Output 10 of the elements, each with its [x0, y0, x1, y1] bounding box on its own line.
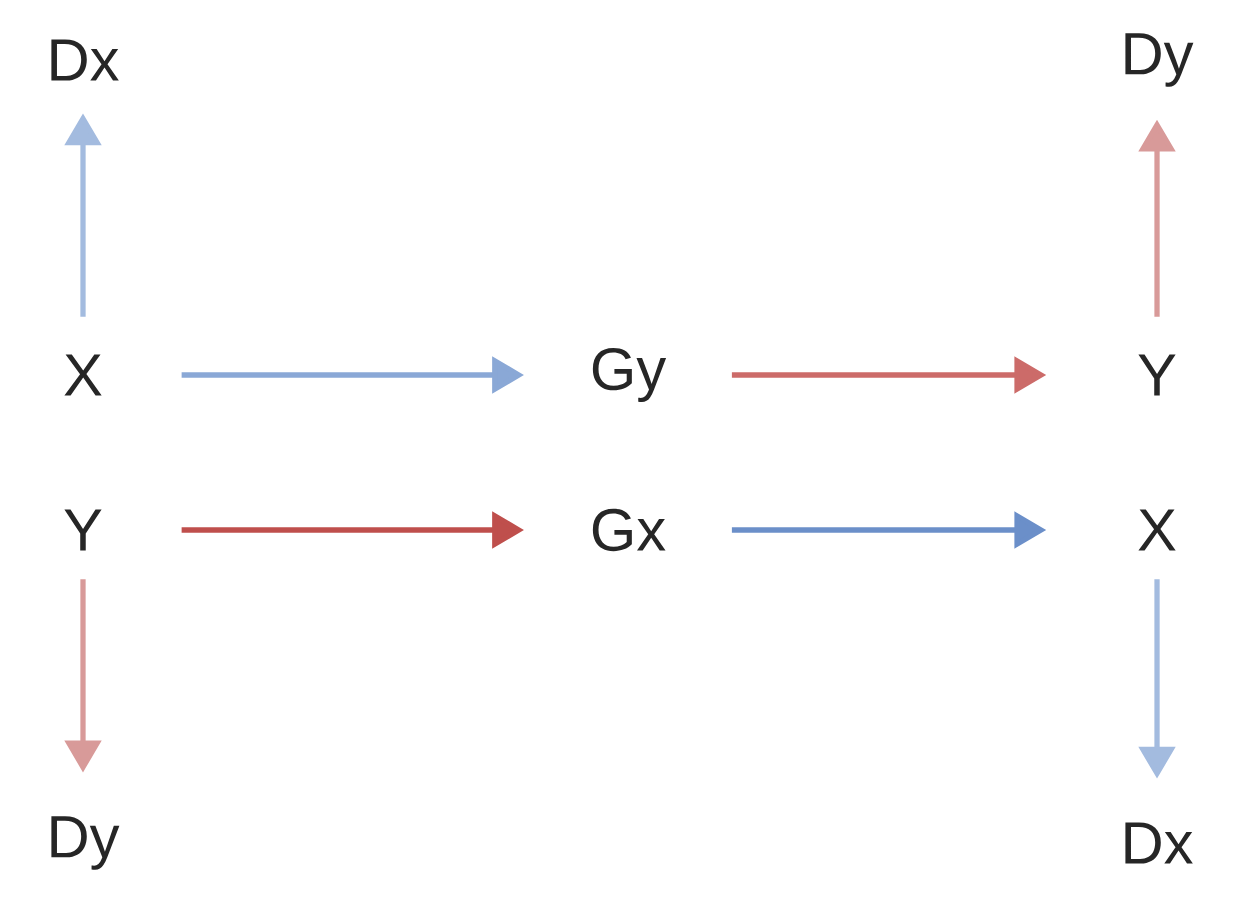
- node-label: Gx: [592, 508, 666, 552]
- node-label: Dy: [1125, 33, 1194, 87]
- node-label: Dy: [51, 816, 120, 870]
- node-label: X: [1138, 509, 1176, 551]
- node-label: X: [64, 354, 102, 396]
- node-label: Y: [64, 509, 102, 551]
- node-label: Gy: [592, 347, 667, 403]
- node-label: Dx: [1125, 822, 1193, 864]
- node-label: Y: [1138, 354, 1176, 396]
- node-label: Dx: [51, 39, 119, 81]
